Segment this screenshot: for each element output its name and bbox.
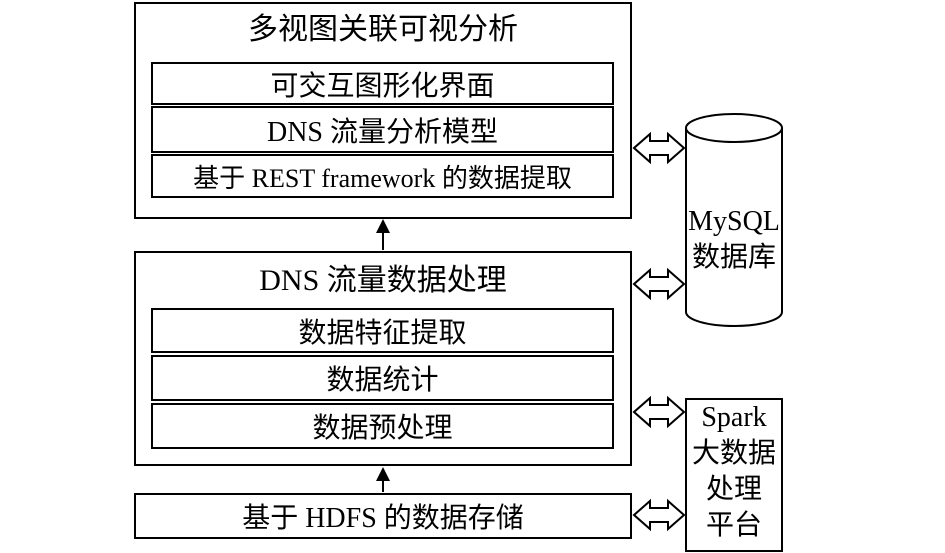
rest-data-extraction-box: 基于 REST framework 的数据提取 [151, 154, 614, 198]
mysql-database-cylinder [685, 113, 783, 327]
double-arrow-top-db [632, 131, 686, 165]
interactive-gui-box: 可交互图形化界面 [151, 62, 614, 105]
double-arrow-bottom-spark [632, 498, 686, 532]
feature-extraction-box: 数据特征提取 [151, 308, 614, 353]
visual-analysis-title: 多视图关联可视分析 [248, 13, 518, 46]
data-statistics-box: 数据统计 [151, 355, 614, 401]
database-line-1: MySQL [688, 206, 780, 237]
spark-line-4: 平台 [705, 510, 762, 541]
up-arrow-middle-to-top [376, 219, 390, 250]
double-arrow-middle-spark [632, 395, 686, 429]
spark-line-2: 大数据 [691, 438, 776, 469]
up-arrow-bottom-to-middle [376, 467, 390, 492]
dns-traffic-model-box: DNS 流量分析模型 [151, 106, 614, 153]
spark-line-1: Spark [701, 402, 767, 433]
double-arrow-middle-db [632, 267, 686, 301]
mysql-database-label: MySQL 数据库 [680, 204, 788, 276]
dns-data-processing-title: DNS 流量数据处理 [259, 264, 507, 297]
hdfs-storage-box: 基于 HDFS 的数据存储 [134, 493, 632, 539]
data-preprocessing-box: 数据预处理 [151, 403, 614, 449]
database-line-2: 数据库 [691, 242, 776, 273]
spark-line-3: 处理 [705, 474, 762, 505]
spark-platform-box [685, 398, 783, 552]
spark-platform-label: Spark 大数据 处理 平台 [686, 400, 782, 544]
